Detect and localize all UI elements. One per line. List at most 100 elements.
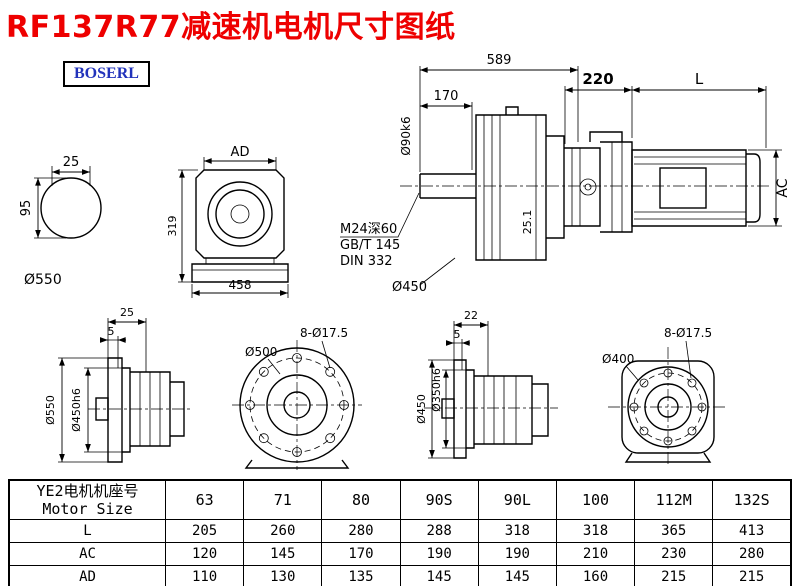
boserl-logo: BOSERL [63,61,150,87]
cell-AD-112m: 215 [634,565,714,586]
bolt-hole [687,426,697,436]
view-shaft-section: 25 95 Ø550 [19,155,102,288]
cell-AC-71: 145 [243,542,323,566]
output-shaft [419,173,476,199]
size-col-63: 63 [164,479,245,520]
input-bearing-inner [584,183,592,191]
dim-label-589: 589 [487,53,512,68]
bolt-hole [245,400,255,410]
dim-label-5: 5 [108,325,115,338]
flange-side-outline [107,357,185,463]
size-col-90s: 90S [399,479,479,520]
cell-AD-63: 110 [164,565,245,586]
bolt-hole [639,378,649,388]
motor-fins [634,156,746,220]
cell-AD-90s: 145 [399,565,479,586]
shaft-dia-label: Ø90k6 [399,116,413,155]
view-flange-side-b: 22 5 Ø450 Ø350h6 [415,309,558,459]
cell-L-71: 260 [243,519,323,543]
row-label-AC: AC [8,542,166,566]
flange-side-outline [453,359,549,459]
tap-std2-label: DIN 332 [340,254,393,269]
housing-ribs [139,372,161,446]
cell-AD-80: 135 [321,565,401,586]
tap-thread-label: M24深60 [340,222,397,237]
bearing-circle-inner [230,204,250,224]
extension-lines [58,318,147,463]
cell-AD-132s: 215 [712,565,792,586]
dia-outer-label: Ø450 [415,394,428,424]
row-label-L: L [8,519,166,543]
cell-AC-63: 120 [164,542,245,566]
hub-circle [283,391,311,419]
cell-L-132s: 413 [712,519,792,543]
dia-label-500: Ø500 [245,345,277,359]
view-flange-side-a: 25 5 Ø550 Ø450h6 [44,306,192,463]
dim-label-170: 170 [434,89,459,104]
row-label-AD: AD [8,565,166,586]
face-centerlines [232,340,362,470]
gearbox-front-details [192,258,288,271]
extension-lines [178,157,289,298]
dim-label-25: 25 [63,155,80,170]
drawing-canvas: 25 95 Ø550 AD 319 458 [19,53,791,470]
dim-label-L: L [695,70,704,88]
dia-outer-label: Ø550 [44,395,57,425]
bolt-holes [245,353,349,457]
dia-spigot-label: Ø350h6 [430,368,443,412]
cell-AC-100: 210 [555,542,636,566]
cell-AD-90l: 145 [477,565,557,586]
key-dim-label: 25.1 [521,210,534,235]
flange-raised-circle [627,366,709,448]
bolt-hole [663,368,673,378]
bolt-hole [325,433,336,444]
base-feet [624,452,712,463]
flange-square-outline [621,360,715,454]
size-col-132s: 132S [712,479,792,520]
page-title: RF137R77减速机电机尺寸图纸 [6,10,456,45]
cell-AC-80: 170 [321,542,401,566]
bolt-hole [258,433,269,444]
size-col-100: 100 [555,479,636,520]
dim-label-95: 95 [19,200,34,217]
cell-AD-71: 130 [243,565,323,586]
cell-AC-90s: 190 [399,542,479,566]
cell-L-90s: 288 [399,519,479,543]
flange-dia-label: Ø450 [392,280,427,295]
holes-label: 8-Ø17.5 [664,326,712,340]
dia-label-550: Ø550 [24,272,62,288]
bolt-hole [292,447,302,457]
shaft-section-circle [40,177,102,239]
input-bearing-outer [579,178,597,196]
housing-ribs [483,376,517,444]
bearing-circle-outer [207,181,273,247]
hub-circle [657,396,679,418]
extension-lines [34,166,91,239]
dia-leader [625,365,639,381]
cell-L-90l: 318 [477,519,557,543]
cell-L-80: 280 [321,519,401,543]
size-col-112m: 112M [634,479,714,520]
cell-AC-132s: 280 [712,542,792,566]
bolt-circle [633,372,703,442]
size-col-90l: 90L [477,479,557,520]
bolt-hole [629,402,639,412]
view-main-assembly: 589 170 Ø90k6 M24深60 GB/T 145 DIN 332 Ø4… [340,53,791,295]
view-flange-face-a: Ø500 8-Ø17.5 [232,326,362,470]
bearing-circle-mid [215,189,265,239]
dim-label-220: 220 [582,70,613,88]
dia-leader [267,358,281,375]
view-flange-face-b: Ø400 8-Ø17.5 [602,326,728,467]
dia-spigot-label: Ø450h6 [70,388,83,432]
motor-size-header-en: Motor Size [42,500,133,518]
dim-label-ad: AD [231,145,250,160]
bolt-circle [249,357,345,453]
bolt-hole [697,402,707,412]
bolt-hole [687,378,697,388]
bolt-hole [339,400,349,410]
cell-L-63: 205 [164,519,245,543]
dim-label-458: 458 [229,278,252,292]
dim-label-5: 5 [454,328,461,341]
cell-AD-100: 160 [555,565,636,586]
